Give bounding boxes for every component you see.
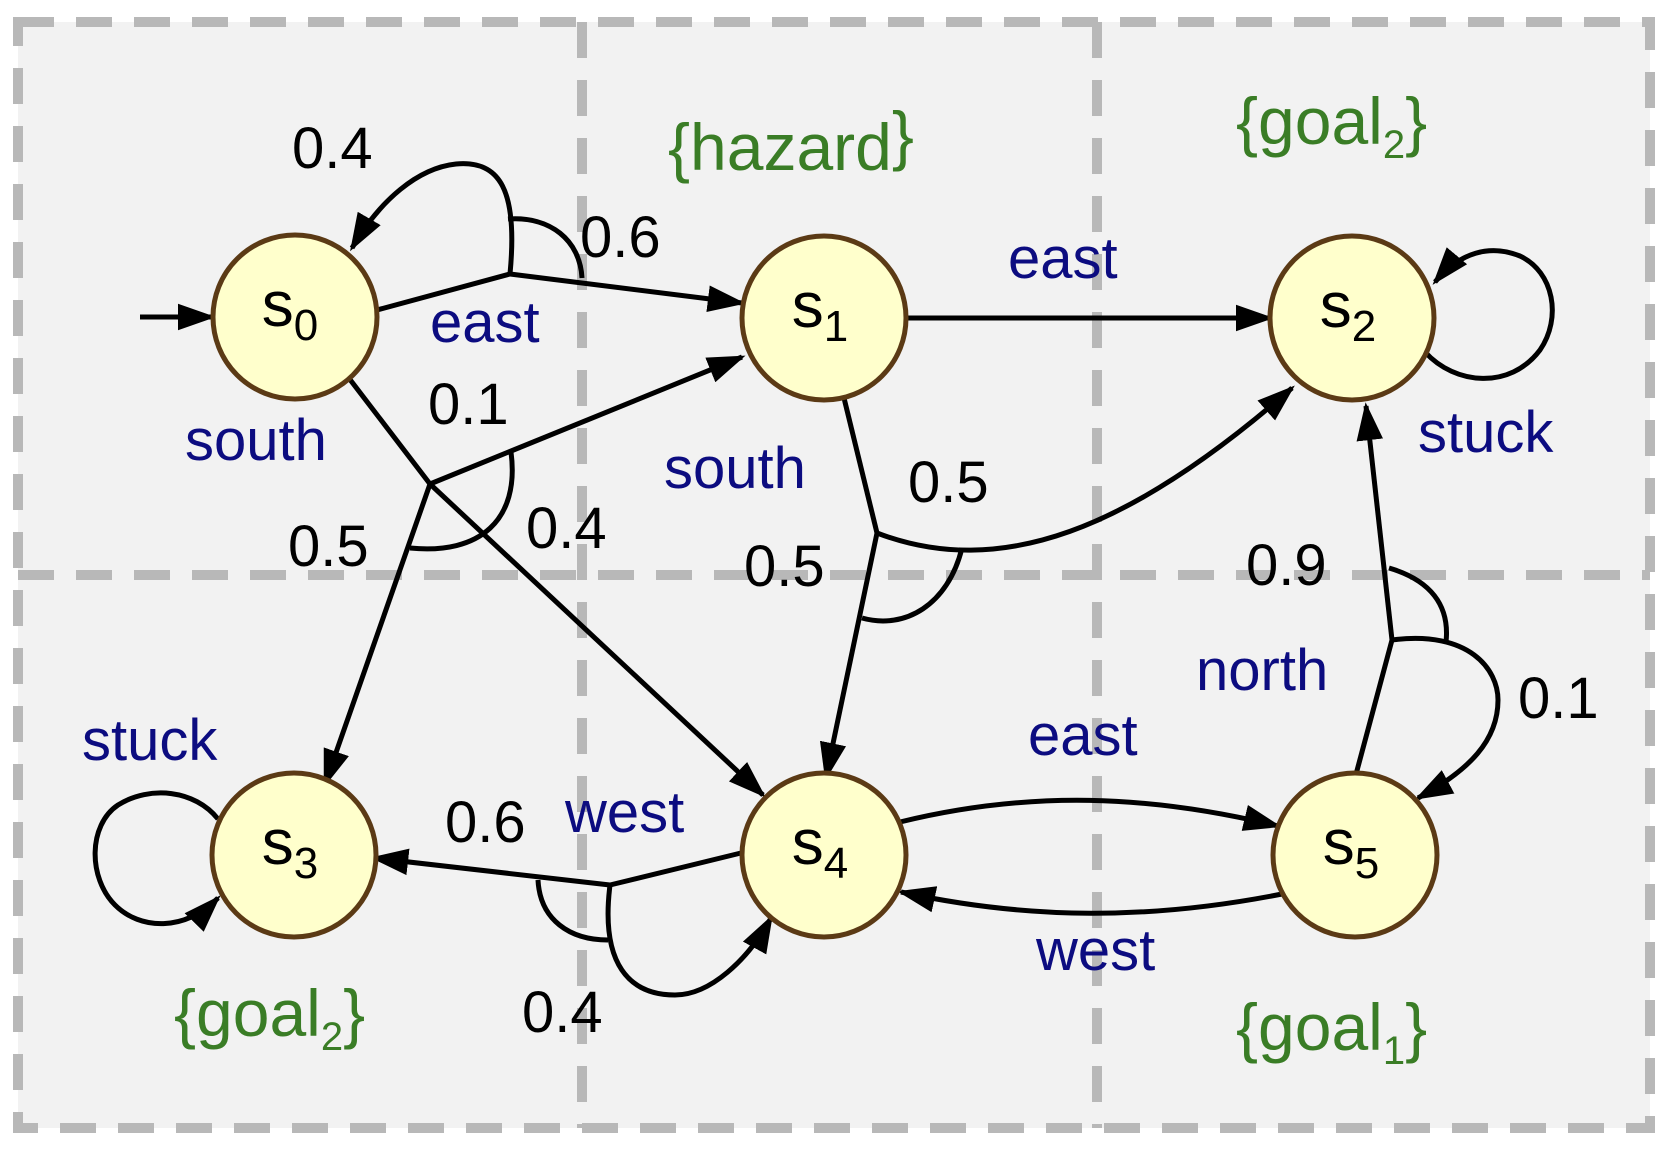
edge-s0-south-to-s1 [429, 354, 746, 487]
action-s5-north: north [1196, 638, 1328, 703]
arc-s0-south [409, 451, 515, 552]
action-labels: east south east south stuck stuck west e… [82, 226, 1554, 983]
state-s0-label: s0 [262, 268, 318, 350]
state-s5-subscript: 5 [1355, 839, 1379, 888]
edge-s0-east [376, 271, 511, 313]
state-s1-symbol: s [792, 269, 824, 341]
prop-s2-goal2: {goal2} [1236, 84, 1427, 167]
prop-s2-text: goal [1258, 84, 1383, 158]
prop-s2-open: { [1236, 84, 1258, 158]
prop-s5-goal1: {goal1} [1236, 990, 1427, 1073]
prob-s0-south-to-s4: 0.4 [526, 496, 607, 561]
action-s4-west: west [564, 780, 684, 845]
action-s1-south: south [664, 436, 806, 501]
edge-s0-east-to-s1 [509, 271, 746, 312]
state-s5-symbol: s [1323, 806, 1355, 878]
edge-s5-north-to-s5 [1391, 636, 1501, 801]
prob-s0-south-to-s3: 0.5 [288, 514, 369, 579]
state-s3-label: s3 [262, 806, 318, 888]
states: s0 s1 s2 s3 s4 s5 [209, 232, 1440, 940]
edge-s4-west-to-s4 [605, 884, 774, 998]
state-s4-symbol: s [792, 806, 824, 878]
prop-s5-close: } [1405, 990, 1427, 1064]
edge-s5-west-to-s4 [897, 886, 1283, 916]
edge-s5-north-to-s2 [1356, 402, 1395, 641]
edge-s0-south-to-s4 [428, 482, 766, 798]
arc-s0-east [507, 216, 585, 279]
prob-s0-south-to-s1: 0.1 [428, 372, 509, 437]
prob-s4-west-to-s4: 0.4 [522, 980, 603, 1045]
edge-s5-north [1352, 639, 1395, 779]
prop-s3-text: goal [196, 976, 321, 1050]
edge-s0-south-to-s3 [322, 483, 433, 788]
state-s1-subscript: 1 [824, 302, 848, 351]
edge-s0-south [343, 371, 432, 486]
prop-s1-close: } [892, 98, 914, 172]
state-s0-circle[interactable] [210, 232, 380, 402]
edge-s4-west-to-s3 [370, 848, 611, 888]
proposition-labels: {hazard} {goal2} {goal2} {goal1} [174, 84, 1427, 1073]
prop-s1-hazard: {hazard} [668, 98, 914, 184]
prob-s0-east-to-s0: 0.4 [292, 116, 373, 181]
action-s0-south: south [185, 408, 327, 473]
prob-s4-west-to-s3: 0.6 [445, 790, 526, 855]
prop-s3-sub: 2 [321, 1015, 343, 1059]
edge-s0-east-to-s0 [349, 161, 515, 275]
state-s0-symbol: s [262, 268, 294, 340]
prop-s5-open: { [1236, 990, 1258, 1064]
arc-s4-west [535, 879, 609, 943]
edge-s3-stuck-loop [92, 790, 221, 932]
state-s3-subscript: 3 [294, 839, 318, 888]
prop-s2-sub: 2 [1383, 123, 1405, 167]
state-s5-label: s5 [1323, 806, 1379, 888]
edge-s4-west [609, 849, 746, 888]
prop-s3-goal2: {goal2} [174, 976, 365, 1059]
state-s0-subscript: 0 [294, 301, 318, 350]
state-s4-circle[interactable] [739, 770, 909, 940]
prop-s5-sub: 1 [1383, 1029, 1405, 1073]
prop-s1-text: hazard [690, 110, 892, 184]
probability-labels: 0.4 0.6 0.1 0.5 0.4 0.5 0.5 0.6 0.4 0.9 … [288, 116, 1599, 1045]
prop-s1-open: { [668, 110, 690, 184]
prob-s5-north-to-s2: 0.9 [1246, 533, 1327, 598]
state-s2-subscript: 2 [1352, 302, 1376, 351]
prop-s3-open: { [174, 976, 196, 1050]
arc-s1-south [861, 547, 965, 624]
state-s1-label: s1 [792, 269, 848, 351]
state-s2-symbol: s [1320, 269, 1352, 341]
action-s3-stuck: stuck [82, 708, 218, 773]
action-s4-east: east [1028, 703, 1138, 768]
state-s3-symbol: s [262, 806, 294, 878]
state-s5-circle[interactable] [1270, 770, 1440, 940]
prob-s1-south-to-s4: 0.5 [744, 534, 825, 599]
edge-s4-east-to-s5 [899, 797, 1282, 831]
state-s4-subscript: 4 [824, 839, 848, 888]
prop-s2-close: } [1405, 84, 1427, 158]
prop-s5-text: goal [1258, 990, 1383, 1064]
state-s2-circle[interactable] [1267, 233, 1437, 403]
state-s2-label: s2 [1320, 269, 1376, 351]
state-s1-circle[interactable] [739, 233, 909, 403]
edge-s1-south-to-s4 [819, 532, 880, 781]
state-s3-circle[interactable] [209, 770, 379, 940]
action-s2-stuck: stuck [1418, 400, 1554, 465]
arc-s5-north [1388, 565, 1449, 643]
grid-dividers [18, 22, 1650, 1128]
prop-s3-close: } [343, 976, 365, 1050]
edge-s2-stuck-loop [1423, 247, 1555, 381]
prob-s0-east-to-s1: 0.6 [580, 205, 661, 270]
edge-s1-south-to-s2 [876, 385, 1295, 553]
action-s1-east: east [1008, 226, 1118, 291]
prob-s1-south-to-s2: 0.5 [908, 450, 989, 515]
state-s4-label: s4 [792, 806, 848, 888]
action-s5-west: west [1035, 918, 1155, 983]
prob-s5-north-to-s5: 0.1 [1518, 666, 1599, 731]
action-s0-east: east [430, 290, 540, 355]
edge-s1-south [841, 397, 880, 534]
edges [92, 161, 1555, 998]
